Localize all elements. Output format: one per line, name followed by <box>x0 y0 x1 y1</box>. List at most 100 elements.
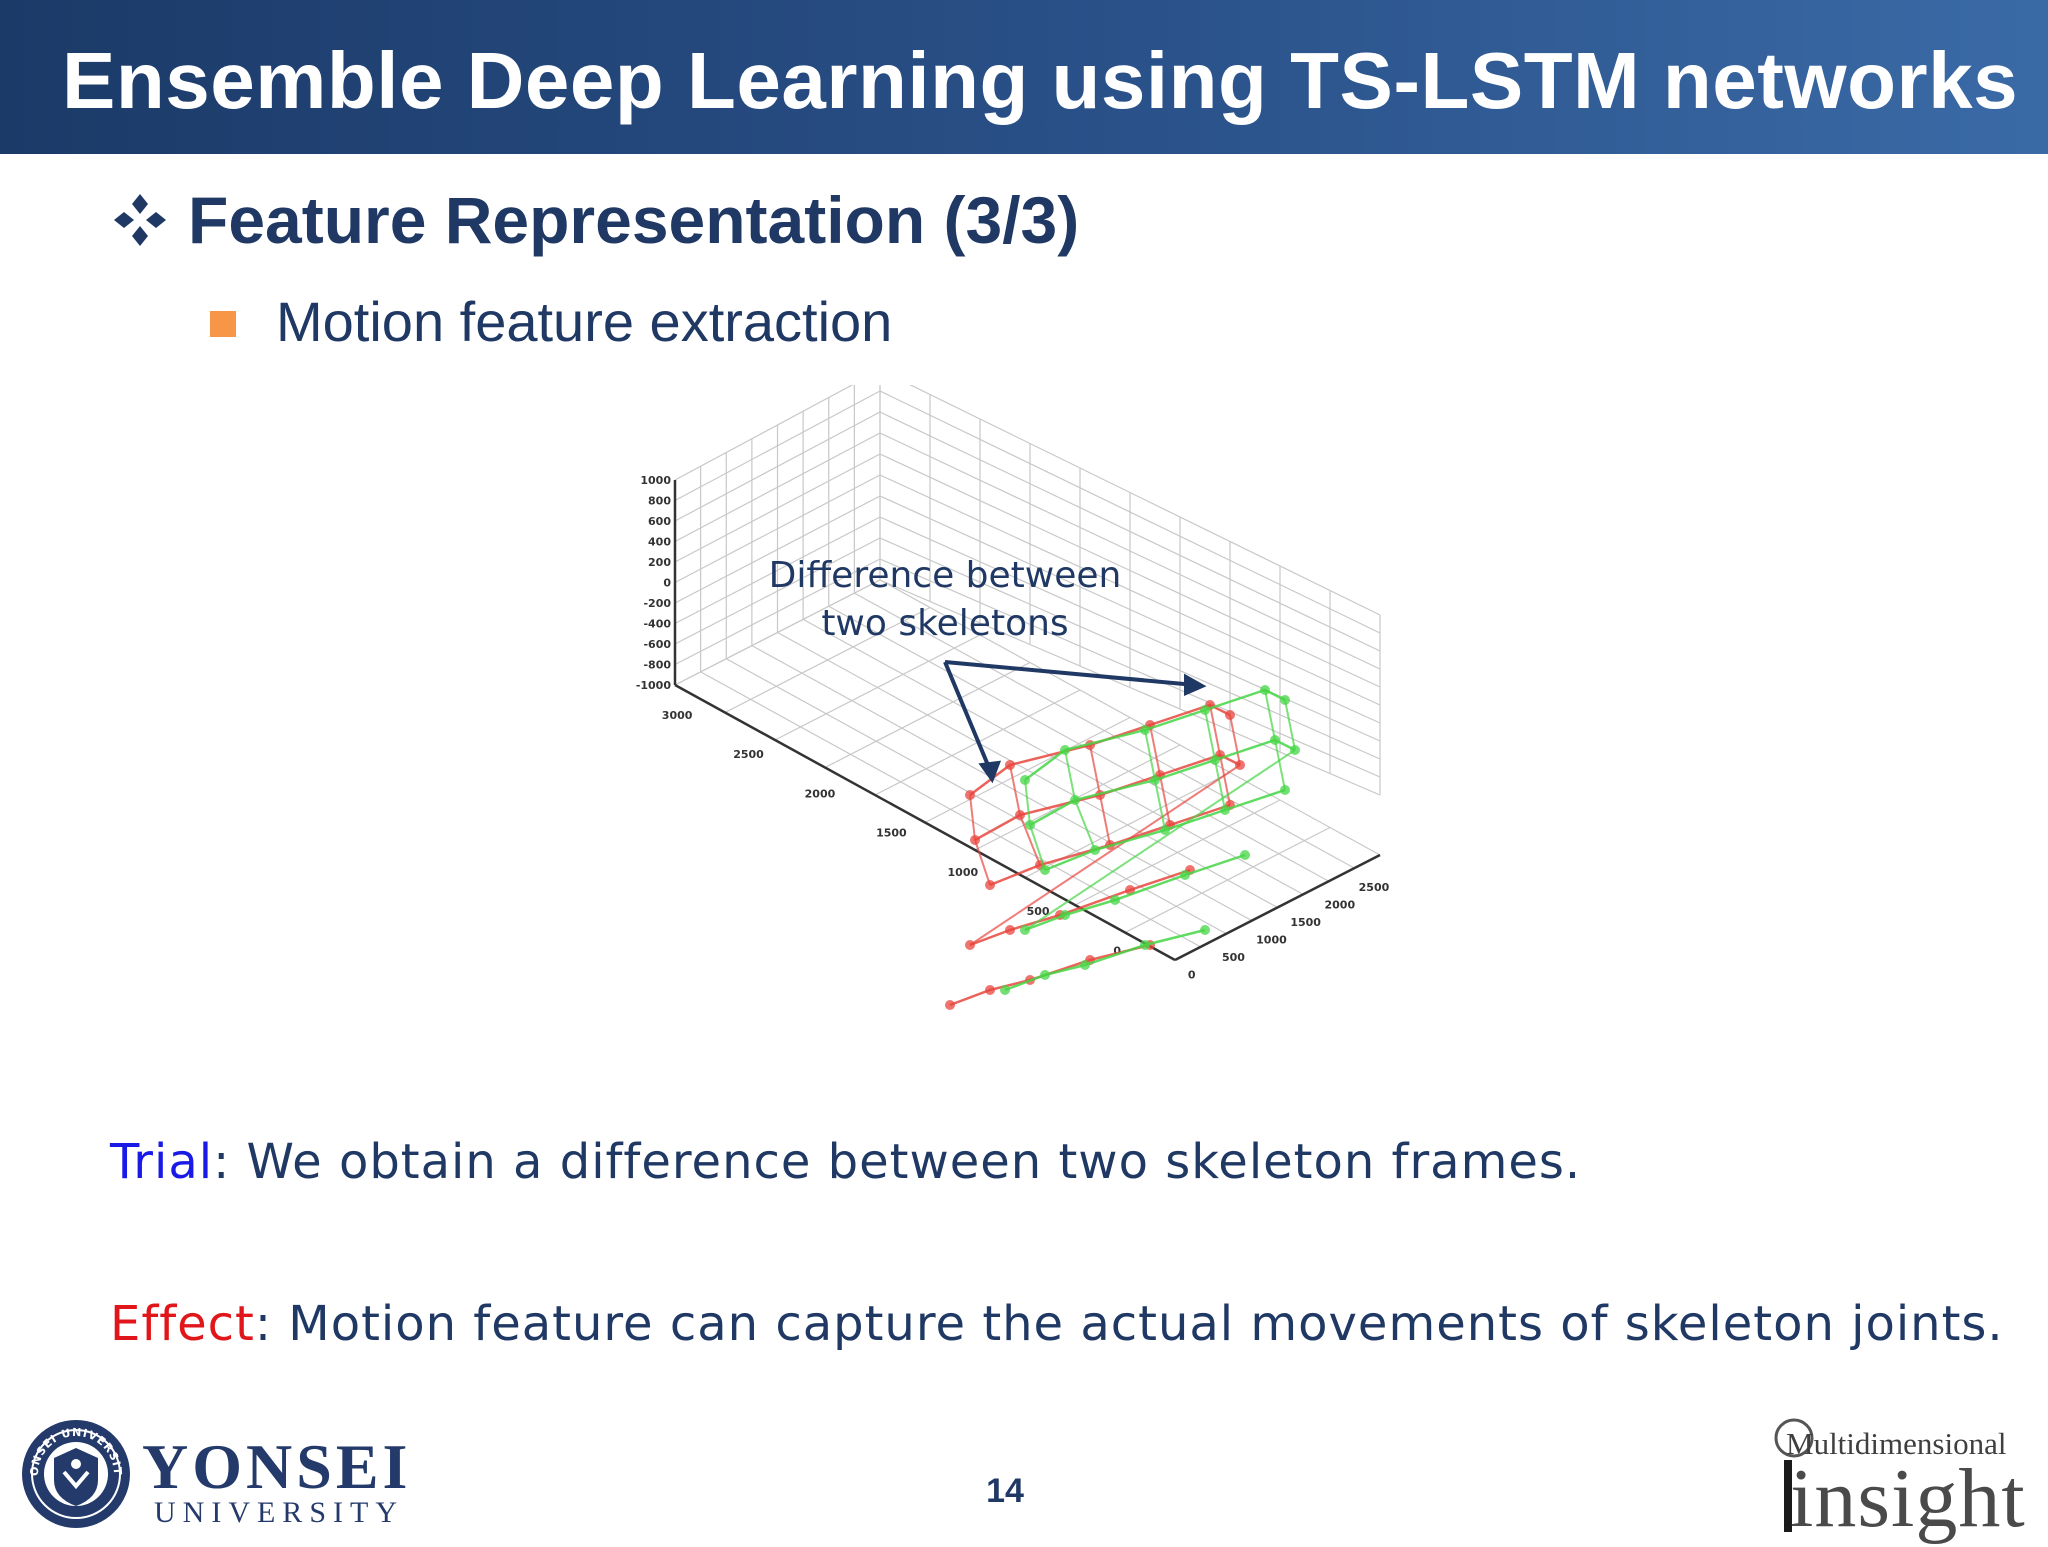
square-bullet-icon <box>210 311 236 337</box>
grid-line <box>674 516 881 625</box>
callout-arrow-line <box>943 661 992 771</box>
skeleton-joint <box>1270 735 1280 745</box>
skeleton-joint <box>1210 755 1220 765</box>
grid-line <box>674 474 881 584</box>
skeleton-joint <box>1110 895 1120 905</box>
skeleton-joint <box>1040 970 1050 980</box>
vertical-axis-tick-label: 0 <box>663 577 671 590</box>
skeleton-bone <box>1264 689 1276 741</box>
grid-line <box>674 453 881 563</box>
vertical-axis-tick-label: 1000 <box>640 474 671 487</box>
skeleton-green <box>1000 685 1300 995</box>
vertical-axis-tick-label: 600 <box>648 515 671 528</box>
right-depth-axis <box>1174 853 1381 962</box>
skeleton-joint <box>965 790 975 800</box>
trial-text: : We obtain a difference between two ske… <box>213 1134 1582 1190</box>
skeleton-bone <box>1159 774 1171 826</box>
skeleton-joint <box>1020 925 1030 935</box>
section-title: Feature Representation (3/3) <box>188 183 1080 257</box>
magnifier-icon <box>1774 1418 1814 1532</box>
skeleton-joint <box>1090 845 1100 855</box>
left-depth-axis-tick-label: 0 <box>1113 945 1121 958</box>
skeleton-bone <box>1074 799 1096 851</box>
skeleton-bone <box>1009 764 1021 816</box>
skeleton-joint <box>945 1000 955 1010</box>
lab-logo-main-word: insight <box>1790 1452 2026 1545</box>
skeleton-bone <box>1064 749 1076 801</box>
grid-line <box>924 716 1131 824</box>
plot-axes <box>673 480 1381 962</box>
grid-line <box>674 579 881 686</box>
grid-line <box>879 537 1381 760</box>
left-depth-axis-tick-label: 3000 <box>662 709 693 722</box>
skeleton-bone <box>1149 724 1161 776</box>
right-depth-axis-tick-label: 1000 <box>1256 934 1287 947</box>
yonsei-logo-word: YONSEI <box>142 1431 412 1502</box>
grid-line <box>879 390 1381 634</box>
grid-line <box>824 661 1031 769</box>
diamond-four-bullet-icon <box>114 194 166 246</box>
skeleton-joint <box>970 835 980 845</box>
callout-arrow-line <box>944 660 1196 687</box>
grid-line <box>909 385 1381 616</box>
grid-line <box>1124 826 1331 934</box>
grid-line <box>674 411 881 522</box>
skeleton-bone <box>974 839 991 886</box>
skeleton-joint <box>1150 775 1160 785</box>
sub-bullet-item: Motion feature extraction <box>210 288 892 354</box>
skeleton-joint <box>965 940 975 950</box>
skeleton-3d-plot: 10008006004002000-200-400-600-800-100030… <box>636 385 1390 1010</box>
right-depth-axis-tick-label: 0 <box>1188 969 1196 982</box>
plot-tick-labels: 10008006004002000-200-400-600-800-100030… <box>636 474 1390 982</box>
grid-line <box>774 634 981 741</box>
skeleton-bone <box>1214 759 1226 811</box>
skeleton-joint <box>1080 960 1090 970</box>
skeleton-bone <box>1144 729 1156 781</box>
skeleton-joint <box>1260 685 1270 695</box>
vertical-axis-tick-label: -1000 <box>636 679 672 692</box>
right-depth-axis-tick-label: 500 <box>1222 951 1245 964</box>
grid-line <box>674 432 881 543</box>
grid-line <box>879 432 1381 670</box>
skeleton-joint <box>1025 820 1035 830</box>
skeleton-bone <box>1274 739 1286 791</box>
callout-arrows <box>943 660 1207 784</box>
skeleton-joint <box>1000 985 1010 995</box>
grid-line <box>879 411 1381 652</box>
right-depth-axis-tick-label: 2500 <box>1359 881 1390 894</box>
callout-line-1: Difference between <box>768 555 1122 596</box>
skeleton-joint <box>1005 925 1015 935</box>
grid-line <box>724 606 931 714</box>
grid-line <box>879 453 1381 688</box>
grid-line <box>674 390 881 502</box>
vertical-axis-tick-label: 400 <box>648 536 671 549</box>
skeleton-bone <box>1024 779 1031 826</box>
skeleton-bone <box>1099 794 1111 846</box>
vertical-axis-tick-label: -200 <box>643 597 671 610</box>
grid-line <box>674 495 881 604</box>
lab-logo-top-word: Multidimensional <box>1786 1426 2007 1461</box>
skeleton-joint <box>1140 940 1150 950</box>
skeleton-joint <box>985 880 995 890</box>
grid-line <box>1074 799 1281 906</box>
skeleton-joint <box>1005 760 1015 770</box>
grid-line <box>879 495 1381 724</box>
right-depth-axis-tick-label: 2000 <box>1325 899 1356 912</box>
skeleton-bone <box>974 753 1241 842</box>
multidimensional-insight-logo: Multidimensional insight <box>1760 1410 2040 1545</box>
skeleton-joint <box>1015 810 1025 820</box>
effect-keyword: Effect <box>110 1296 255 1352</box>
skeleton-joint <box>1225 710 1235 720</box>
callout-arrow-head <box>978 760 1002 784</box>
skeleton-joint <box>1180 870 1190 880</box>
skeleton-joint <box>1060 910 1070 920</box>
title-bar: Ensemble Deep Learning using TS-LSTM net… <box>0 0 2048 154</box>
skeleton-joint <box>1200 705 1210 715</box>
trial-keyword: Trial <box>110 1134 214 1190</box>
skeleton-bone <box>1284 699 1296 751</box>
section-heading: Feature Representation (3/3) <box>112 180 1079 260</box>
skeleton-bone <box>969 764 1241 946</box>
skeleton-joint <box>1235 760 1245 770</box>
skeleton-joint <box>1140 725 1150 735</box>
callout-line-2: two skeletons <box>821 603 1069 644</box>
